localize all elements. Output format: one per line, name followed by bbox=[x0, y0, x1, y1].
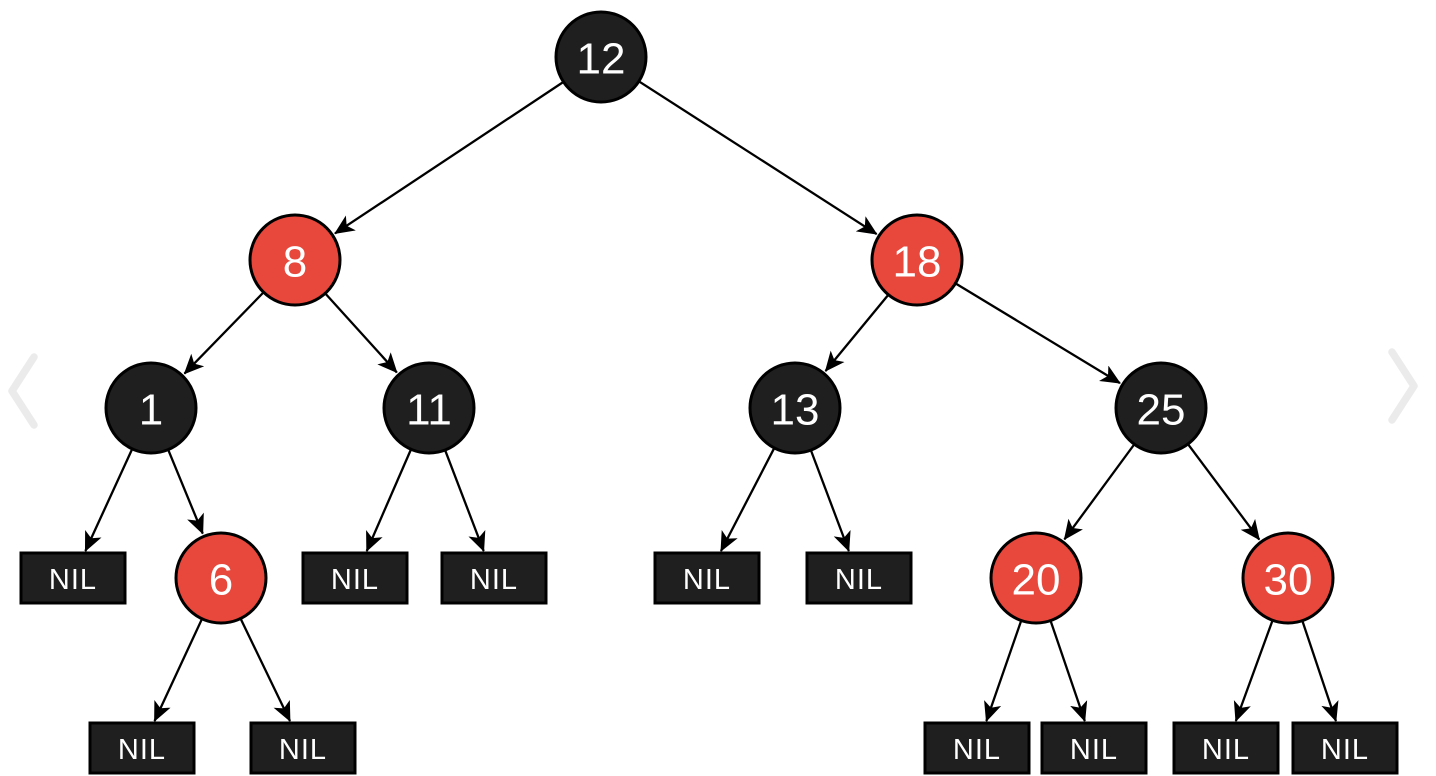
node-label: NIL bbox=[835, 564, 883, 596]
tree-node-25: 25 bbox=[1114, 361, 1208, 455]
node-label: 1 bbox=[139, 386, 163, 435]
tree-edge bbox=[443, 449, 486, 552]
tree-edge bbox=[153, 618, 204, 722]
node-label: 20 bbox=[1012, 556, 1061, 605]
nil-leaf-node: NIL bbox=[19, 551, 127, 605]
tree-edge bbox=[1187, 443, 1261, 541]
node-label: 18 bbox=[893, 238, 942, 287]
node-label: 13 bbox=[771, 386, 820, 435]
nil-box bbox=[301, 551, 409, 605]
tree-edge bbox=[984, 620, 1023, 722]
black-node-circle bbox=[382, 361, 476, 455]
nil-leaf-node: NIL bbox=[249, 721, 357, 775]
nil-leaf-node: NIL bbox=[88, 721, 196, 775]
node-label: 25 bbox=[1137, 386, 1186, 435]
node-label: NIL bbox=[1202, 734, 1250, 766]
chevron-left-icon bbox=[8, 353, 38, 429]
node-label: 6 bbox=[209, 556, 233, 605]
tree-node-6: 6 bbox=[174, 531, 268, 625]
nil-box bbox=[923, 721, 1031, 775]
nil-leaf-node: NIL bbox=[1172, 721, 1280, 775]
node-label: NIL bbox=[1070, 734, 1118, 766]
node-label: NIL bbox=[683, 564, 731, 596]
nil-leaf-node: NIL bbox=[440, 551, 548, 605]
node-label: 11 bbox=[406, 386, 452, 435]
nil-box bbox=[88, 721, 196, 775]
nil-leaf-node: NIL bbox=[805, 551, 913, 605]
tree-edge bbox=[719, 447, 776, 552]
tree-node-13: 13 bbox=[748, 361, 842, 455]
tree-node-18: 18 bbox=[870, 213, 964, 307]
nil-leaf-node: NIL bbox=[653, 551, 761, 605]
node-label: NIL bbox=[49, 564, 97, 596]
red-node-circle bbox=[870, 213, 964, 307]
tree-edge bbox=[324, 292, 398, 374]
node-label: NIL bbox=[279, 734, 327, 766]
tree-edge bbox=[824, 293, 890, 372]
tree-node-30: 30 bbox=[1241, 531, 1335, 625]
node-label: NIL bbox=[118, 734, 166, 766]
black-node-circle bbox=[1114, 361, 1208, 455]
nil-box bbox=[1291, 721, 1399, 775]
nil-box bbox=[805, 551, 913, 605]
nil-leaf-node: NIL bbox=[1040, 721, 1148, 775]
nil-leaf-node: NIL bbox=[1291, 721, 1399, 775]
tree-edge bbox=[365, 448, 413, 552]
black-node-circle bbox=[104, 361, 198, 455]
tree-node-20: 20 bbox=[989, 531, 1083, 625]
tree-edges bbox=[84, 80, 1339, 722]
tree-edge bbox=[954, 282, 1121, 385]
node-label: NIL bbox=[953, 734, 1001, 766]
tree-node-11: 11 bbox=[382, 361, 476, 455]
node-label: NIL bbox=[470, 564, 518, 596]
tree-edge bbox=[239, 618, 292, 722]
node-label: 8 bbox=[283, 238, 307, 287]
tree-edge bbox=[809, 449, 851, 552]
nil-box bbox=[440, 551, 548, 605]
tree-edge bbox=[1063, 443, 1136, 541]
tree-edge bbox=[1233, 619, 1274, 722]
tree-node-1: 1 bbox=[104, 361, 198, 455]
node-label: NIL bbox=[331, 564, 379, 596]
node-label: NIL bbox=[1321, 734, 1369, 766]
tree-edge bbox=[638, 80, 878, 236]
tree-edge bbox=[167, 449, 204, 535]
nil-box bbox=[1172, 721, 1280, 775]
chevron-right-icon bbox=[1388, 348, 1418, 424]
nil-leaf-node: NIL bbox=[923, 721, 1031, 775]
red-node-circle bbox=[989, 531, 1083, 625]
tree-edge bbox=[1301, 620, 1339, 722]
node-label: 30 bbox=[1264, 556, 1313, 605]
tree-node-8: 8 bbox=[248, 213, 342, 307]
tree-edge bbox=[84, 448, 134, 552]
red-node-circle bbox=[174, 531, 268, 625]
nil-box bbox=[653, 551, 761, 605]
node-label: 12 bbox=[577, 35, 626, 84]
nil-box bbox=[19, 551, 127, 605]
nil-box bbox=[249, 721, 357, 775]
tree-edge bbox=[183, 291, 265, 375]
nil-leaf-node: NIL bbox=[301, 551, 409, 605]
nil-box bbox=[1040, 721, 1148, 775]
tree-edge bbox=[334, 80, 565, 235]
red-node-circle bbox=[248, 213, 342, 307]
tree-edge bbox=[1049, 620, 1088, 722]
tree-node-12: 12 bbox=[554, 10, 648, 104]
black-node-circle bbox=[554, 10, 648, 104]
black-node-circle bbox=[748, 361, 842, 455]
carousel-prev-button[interactable] bbox=[2, 349, 46, 433]
carousel-next-button[interactable] bbox=[1380, 344, 1424, 428]
red-node-circle bbox=[1241, 531, 1335, 625]
